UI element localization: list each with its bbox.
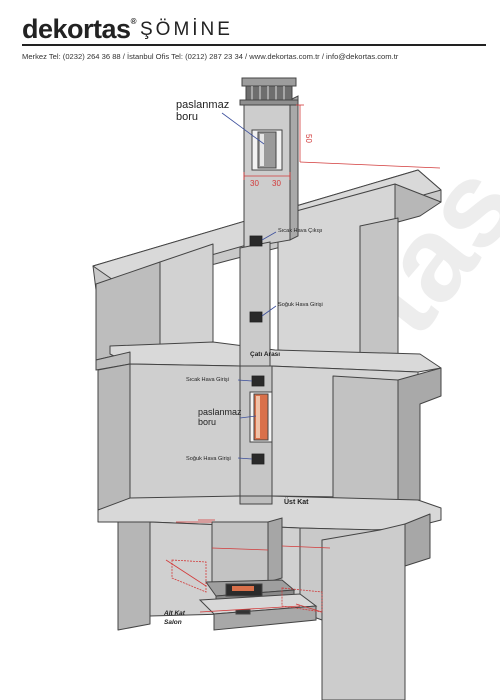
chimney-stack	[243, 99, 291, 249]
label-pipe-mid-2: boru	[198, 417, 216, 427]
fireplace-hood	[211, 521, 269, 583]
logo-text: dekortas	[22, 14, 131, 44]
dim-30-label: 30	[250, 179, 259, 188]
contact-line: Merkez Tel: (0232) 264 36 88 / İstanbul …	[22, 52, 399, 61]
upper-right-pillar	[332, 375, 399, 503]
diagram-labels: paslanmaz boru Sıcak Hava Çıkışı Soğuk H…	[163, 99, 323, 626]
label-hot-air-out: Sıcak Hava Çıkışı	[278, 228, 323, 234]
chimney-cap-base	[239, 99, 299, 106]
header-divider	[22, 44, 486, 46]
upper-right-side	[397, 367, 442, 503]
dim-50-label: 50	[304, 134, 313, 143]
chimney-cap-top	[241, 77, 297, 87]
ground-right-pillar	[321, 523, 406, 700]
chimney-stack-side	[289, 95, 299, 241]
chimney-column	[198, 77, 318, 631]
pointer-lines	[221, 112, 277, 460]
upper-back-wall-left	[129, 363, 241, 505]
upper-left-wall-side	[97, 363, 131, 511]
dim-30b-label: 30	[272, 179, 281, 188]
fire-glow	[232, 586, 254, 591]
label-pipe-mid-1: paslanmaz	[198, 407, 242, 417]
label-attic: Çatı Arası	[250, 351, 280, 358]
building-walls	[92, 169, 442, 700]
ground-right-side	[404, 513, 431, 567]
flue-column-attic	[239, 241, 271, 367]
header: dekortas® ŞÖMİNE Merkez Tel: (0232) 264 …	[0, 0, 500, 70]
chimney-cap-louver	[245, 85, 293, 101]
dimension-labels: 50 30 30	[250, 134, 313, 188]
attic-back-wall	[159, 243, 214, 349]
label-ground-floor-1: Alt Kat	[163, 610, 186, 617]
cold-air-inlet-vent-top	[249, 311, 263, 323]
hot-air-inlet-vent	[251, 375, 265, 387]
attic-right-pillar	[359, 217, 399, 367]
label-upper-floor: Üst Kat	[284, 497, 309, 506]
ground-left-wall	[117, 521, 151, 631]
fireplace-hood-side	[267, 517, 283, 583]
label-ground-floor-2: Salon	[164, 619, 182, 626]
dimension-lines	[165, 104, 441, 613]
label-cold-air-in-mid: Soğuk Hava Girişi	[186, 456, 231, 462]
registered-mark: ®	[130, 17, 137, 26]
brand-subtitle: ŞÖMİNE	[140, 19, 233, 40]
brand-logo[interactable]: dekortas®	[22, 14, 137, 45]
hot-air-outlet-vent	[249, 235, 263, 247]
label-cold-air-in-top: Soğuk Hava Girişi	[278, 302, 323, 308]
cold-air-inlet-vent-mid	[251, 453, 265, 465]
label-pipe-top-1: paslanmaz	[176, 99, 229, 111]
label-pipe-top-2: boru	[176, 111, 198, 123]
label-hot-air-in: Sıcak Hava Girişi	[186, 377, 229, 383]
